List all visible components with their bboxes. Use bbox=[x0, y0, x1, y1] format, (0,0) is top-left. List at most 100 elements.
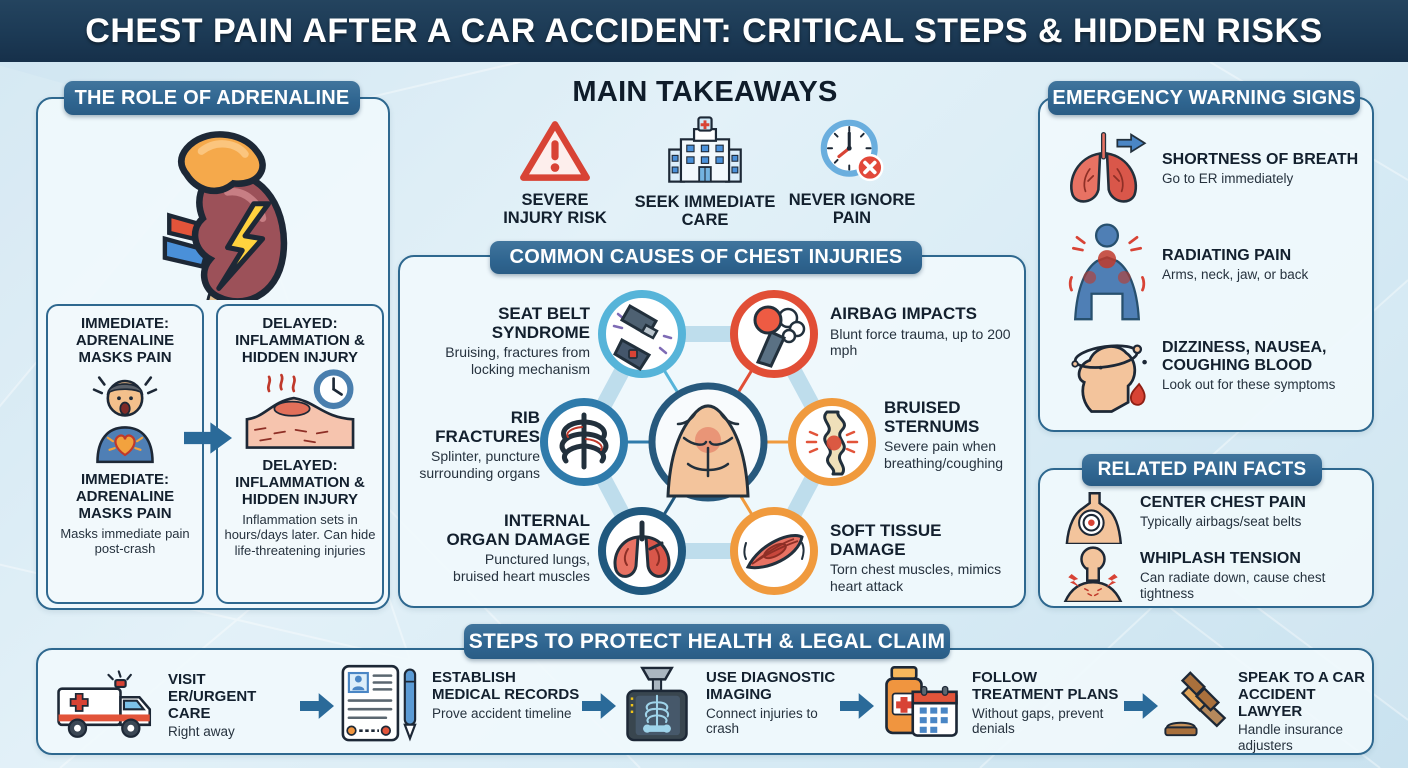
takeaway-label: SEVERE INJURY RISK bbox=[503, 191, 607, 228]
fact-title: WHIPLASH TENSION bbox=[1140, 550, 1301, 567]
common-causes-header: COMMON CAUSES OF CHEST INJURIES bbox=[490, 241, 922, 274]
pain-facts-header: RELATED PAIN FACTS bbox=[1082, 454, 1322, 486]
fact-title: CENTER CHEST PAIN bbox=[1140, 494, 1306, 511]
lungs-arrow-icon bbox=[1070, 132, 1147, 203]
cause-description: Severe pain when breathing/coughing bbox=[884, 438, 1004, 471]
step-arrow-4 bbox=[1124, 693, 1158, 719]
muscle-icon bbox=[743, 534, 805, 570]
common-causes-panel: COMMON CAUSES OF CHEST INJURIES bbox=[398, 241, 1026, 608]
inflammation-clock-icon bbox=[245, 369, 355, 450]
cause-airbag: AIRBAG IMPACTS Blunt force trauma, up to… bbox=[830, 304, 1016, 359]
step-description: Connect injuries to crash bbox=[706, 705, 818, 737]
step-arrow-2 bbox=[582, 693, 616, 719]
step-visit-er: VISIT ER/URGENT CARE Right away bbox=[168, 671, 296, 740]
protect-steps-panel: STEPS TO PROTECT HEALTH & LEGAL CLAIM VI… bbox=[36, 624, 1374, 755]
step-description: Prove accident timeline bbox=[432, 705, 572, 721]
rib-cage-icon bbox=[559, 412, 609, 470]
cause-description: Splinter, puncture surrounding organs bbox=[419, 448, 540, 481]
takeaway-seek-care: SEEK IMMEDIATE CARE bbox=[625, 116, 785, 230]
delayed-heading: DELAYED: INFLAMMATION & HIDDEN INJURY bbox=[235, 315, 365, 366]
immediate-subheading: IMMEDIATE: ADRENALINE MASKS PAIN bbox=[75, 471, 175, 522]
cause-title: SOFT TISSUE DAMAGE bbox=[830, 521, 942, 559]
hospital-icon bbox=[668, 116, 742, 183]
cause-soft-tissue: SOFT TISSUE DAMAGE Torn chest muscles, m… bbox=[830, 521, 1018, 594]
warning-description: Go to ER immediately bbox=[1162, 170, 1294, 186]
cause-bruised-sternums: BRUISED STERNUMS Severe pain when breath… bbox=[884, 398, 1026, 471]
warning-description: Look out for these symptoms bbox=[1162, 376, 1336, 392]
cause-title: SEAT BELT SYNDROME bbox=[491, 304, 590, 342]
cause-internal-organ: INTERNAL ORGAN DAMAGE Punctured lungs, b… bbox=[438, 511, 590, 584]
takeaway-never-ignore: NEVER IGNORE PAIN bbox=[782, 118, 922, 228]
warning-description: Arms, neck, jaw, or back bbox=[1162, 266, 1309, 282]
step-diagnostic-imaging: USE DIAGNOSTIC IMAGING Connect injuries … bbox=[706, 669, 840, 737]
warning-shortness: SHORTNESS OF BREATH Go to ER immediately bbox=[1162, 151, 1366, 187]
adrenaline-panel-header: THE ROLE OF ADRENALINE bbox=[64, 81, 360, 115]
emergency-signs-header: EMERGENCY WARNING SIGNS bbox=[1048, 81, 1360, 115]
cause-description: Bruising, fractures from locking mechani… bbox=[445, 344, 590, 377]
title-bar: CHEST PAIN AFTER A CAR ACCIDENT: CRITICA… bbox=[0, 0, 1408, 62]
warning-dizziness: DIZZINESS, NAUSEA, COUGHING BLOOD Look o… bbox=[1162, 339, 1368, 393]
chest-target-icon bbox=[1065, 492, 1123, 544]
warning-radiating: RADIATING PAIN Arms, neck, jaw, or back bbox=[1162, 247, 1366, 283]
takeaway-label: SEEK IMMEDIATE CARE bbox=[634, 193, 776, 230]
fact-description: Typically airbags/seat belts bbox=[1140, 513, 1302, 529]
clock-never-ignore-icon bbox=[820, 119, 884, 182]
delayed-description: Inflammation sets in hours/days later. C… bbox=[224, 511, 376, 558]
fact-whiplash: WHIPLASH TENSION Can radiate down, cause… bbox=[1140, 550, 1366, 602]
causes-hexagon-diagram bbox=[540, 290, 876, 595]
cause-title: RIB FRACTURES bbox=[435, 408, 540, 446]
cause-description: Punctured lungs, bruised heart muscles bbox=[453, 551, 590, 584]
cause-rib-fractures: RIB FRACTURES Splinter, puncture surroun… bbox=[404, 408, 540, 481]
cause-description: Blunt force trauma, up to 200 mph bbox=[830, 325, 1011, 359]
immediate-description: Masks immediate pain post-crash bbox=[60, 525, 190, 557]
airbag-icon bbox=[753, 305, 806, 368]
step-title: USE DIAGNOSTIC IMAGING bbox=[706, 669, 836, 703]
cause-description: Torn chest muscles, mimics heart attack bbox=[830, 561, 1002, 594]
cause-seat-belt: SEAT BELT SYNDROME Bruising, fractures f… bbox=[414, 304, 590, 377]
main-takeaways-heading: MAIN TAKEAWAYS bbox=[572, 76, 838, 108]
protect-steps-header: STEPS TO PROTECT HEALTH & LEGAL CLAIM bbox=[464, 624, 950, 659]
warning-title: RADIATING PAIN bbox=[1162, 247, 1292, 264]
step-treatment-plans: FOLLOW TREATMENT PLANS Without gaps, pre… bbox=[972, 669, 1126, 737]
pain-facts-panel: RELATED PAIN FACTS CENTER CHEST PAIN Typ… bbox=[1038, 454, 1374, 608]
step-arrow-3 bbox=[840, 693, 874, 719]
xray-imaging-icon bbox=[626, 666, 688, 742]
warning-triangle-icon bbox=[520, 121, 590, 181]
sternum-icon bbox=[805, 410, 859, 476]
delayed-box: DELAYED: INFLAMMATION & HIDDEN INJURY DE… bbox=[216, 304, 384, 604]
ambulance-icon bbox=[57, 670, 152, 738]
lungs-icon bbox=[613, 520, 671, 578]
emergency-signs-panel: EMERGENCY WARNING SIGNS SHORTNESS OF BRE… bbox=[1038, 81, 1374, 432]
step-medical-records: ESTABLISH MEDICAL RECORDS Prove accident… bbox=[432, 669, 584, 721]
fact-description: Can radiate down, cause chest tightness bbox=[1140, 569, 1326, 601]
whiplash-neck-icon bbox=[1063, 546, 1123, 602]
step-title: ESTABLISH MEDICAL RECORDS bbox=[432, 669, 580, 703]
step-title: SPEAK TO A CAR ACCIDENT LAWYER bbox=[1238, 669, 1365, 720]
step-description: Right away bbox=[168, 724, 235, 740]
fact-center-chest: CENTER CHEST PAIN Typically airbags/seat… bbox=[1140, 494, 1366, 530]
page-title: CHEST PAIN AFTER A CAR ACCIDENT: CRITICA… bbox=[85, 11, 1323, 50]
delayed-subheading: DELAYED: INFLAMMATION & HIDDEN INJURY bbox=[235, 457, 365, 508]
immediate-heading: IMMEDIATE: ADRENALINE MASKS PAIN bbox=[75, 315, 175, 366]
step-description: Without gaps, prevent denials bbox=[972, 705, 1104, 737]
cause-title: INTERNAL ORGAN DAMAGE bbox=[446, 511, 590, 549]
adrenaline-panel: THE ROLE OF ADRENALINE IMMEDIATE: ADRENA… bbox=[36, 81, 390, 610]
adrenal-kidney-icon bbox=[162, 131, 288, 300]
cause-title: BRUISED STERNUMS bbox=[884, 398, 980, 436]
radiating-pain-body-icon bbox=[1068, 223, 1146, 321]
person-in-pain-icon bbox=[92, 376, 158, 464]
warning-title: DIZZINESS, NAUSEA, COUGHING BLOOD bbox=[1162, 339, 1327, 374]
warning-title: SHORTNESS OF BREATH bbox=[1162, 151, 1359, 168]
step-description: Handle insurance adjusters bbox=[1238, 722, 1344, 753]
treatment-plan-icon bbox=[885, 665, 958, 737]
step-arrow-1 bbox=[300, 693, 334, 719]
cause-title: AIRBAG IMPACTS bbox=[830, 304, 978, 323]
step-title: VISIT ER/URGENT CARE bbox=[168, 671, 257, 722]
medical-records-icon bbox=[341, 664, 417, 742]
step-title: FOLLOW TREATMENT PLANS bbox=[972, 669, 1119, 703]
bruised-torso-icon bbox=[666, 404, 750, 498]
takeaway-severe-injury: SEVERE INJURY RISK bbox=[492, 118, 618, 228]
dizzy-head-icon bbox=[1071, 344, 1147, 413]
takeaway-label: NEVER IGNORE PAIN bbox=[788, 191, 916, 228]
